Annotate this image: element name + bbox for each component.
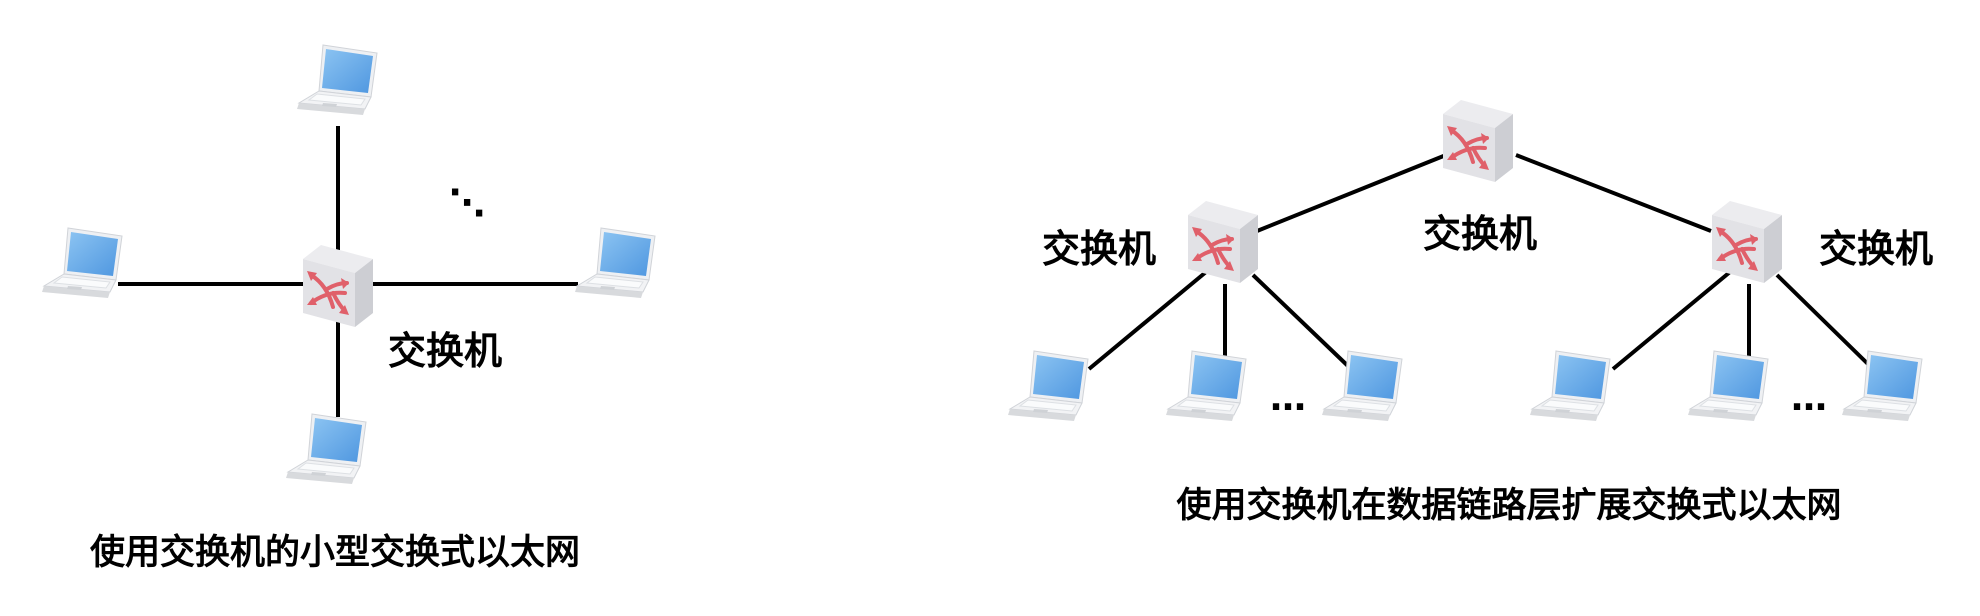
switch-label-top: 交换机 (1423, 212, 1537, 256)
laptop-icon (1841, 350, 1923, 422)
right-caption: 使用交换机在数据链路层扩展交换式以太网 (1176, 485, 1841, 526)
laptop-icon (41, 227, 123, 299)
right-hierarchical-topology: … … 交换机 交换机 交换机 使用交换机在数据链路层扩展交换式以太网 (1007, 100, 1933, 526)
link (1251, 273, 1350, 368)
link (1087, 270, 1208, 371)
link-top-left (1256, 153, 1447, 233)
laptop-icon (1529, 350, 1611, 422)
laptop-icon (574, 227, 656, 299)
switch-icon (1712, 201, 1782, 283)
switch-icon (1443, 100, 1513, 182)
laptop-icon (1687, 350, 1769, 422)
ellipsis: ⋱ (449, 183, 485, 224)
switch-icon (303, 245, 373, 327)
link (1611, 270, 1732, 371)
link (1775, 273, 1872, 368)
left-caption: 使用交换机的小型交换式以太网 (90, 532, 580, 573)
laptop-icon (1165, 350, 1247, 422)
ellipsis: … (1791, 378, 1827, 419)
link-top-right (1515, 153, 1712, 233)
switch-icon (1188, 201, 1258, 283)
switch-label-left: 交换机 (1042, 227, 1156, 271)
laptop-icon (1007, 350, 1089, 422)
switch-label-right: 交换机 (1819, 227, 1933, 271)
laptop-icon (285, 413, 367, 485)
ellipsis: … (1270, 378, 1306, 419)
laptop-icon (1321, 350, 1403, 422)
laptop-icon (296, 44, 378, 116)
switch-label: 交换机 (388, 329, 502, 373)
left-star-topology: ⋱ 交换机 使用交换机的小型交换式以太网 (41, 44, 656, 573)
